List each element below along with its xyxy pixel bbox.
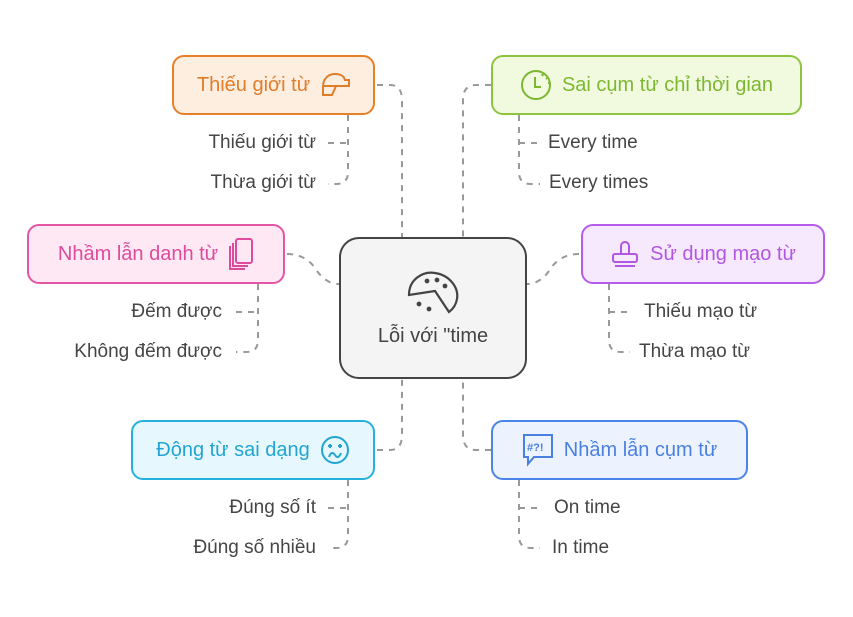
child-item: Every times	[549, 172, 649, 193]
branch-label: Nhầm lẫn cụm từ	[563, 438, 718, 461]
speech-bubble-symbols-icon: #?!	[522, 434, 553, 467]
branch-phrase-confusion[interactable]: #?! Nhầm lẫn cụm từ	[491, 420, 748, 480]
child-item: Không đếm được	[74, 341, 222, 362]
branch-label: Nhầm lẫn danh từ	[57, 242, 219, 265]
timer-icon	[520, 70, 551, 100]
branch-missing-preposition[interactable]: Thiếu giới từ	[172, 55, 375, 115]
branch-time-phrase[interactable]: Sai cụm từ chỉ thời gian	[491, 55, 802, 115]
confused-face-icon	[320, 436, 349, 464]
central-label: Lỗi với "time	[377, 324, 489, 347]
branch-label: Sử dụng mạo từ	[650, 242, 796, 265]
branch-article-usage[interactable]: Sử dụng mạo từ	[581, 224, 825, 284]
child-item: Thiếu mạo từ	[644, 301, 758, 322]
branch-label: Thiếu giới từ	[196, 73, 311, 96]
child-item: Đúng số ít	[229, 497, 316, 518]
child-item: Every time	[548, 132, 638, 153]
copy-icon	[229, 238, 254, 270]
child-item: Đếm được	[131, 301, 222, 322]
branch-label: Sai cụm từ chỉ thời gian	[561, 73, 774, 96]
branch-wrong-verb-form[interactable]: Động từ sai dạng	[131, 420, 375, 480]
cap-icon	[322, 72, 351, 96]
child-item: Thừa mạo từ	[639, 341, 750, 362]
pie-chart-icon	[407, 271, 459, 314]
child-item: Thiếu giới từ	[208, 132, 316, 153]
svg-text:#?!: #?!	[527, 442, 544, 454]
child-item: Thừa giới từ	[210, 172, 316, 193]
branch-noun-confusion[interactable]: Nhầm lẫn danh từ	[27, 224, 285, 284]
central-node[interactable]: Lỗi với "time	[339, 237, 527, 379]
child-item: On time	[554, 497, 621, 518]
child-item: In time	[552, 537, 610, 558]
child-item: Đúng số nhiều	[193, 537, 316, 558]
stamp-icon	[612, 241, 639, 267]
branch-label: Động từ sai dạng	[156, 438, 310, 461]
